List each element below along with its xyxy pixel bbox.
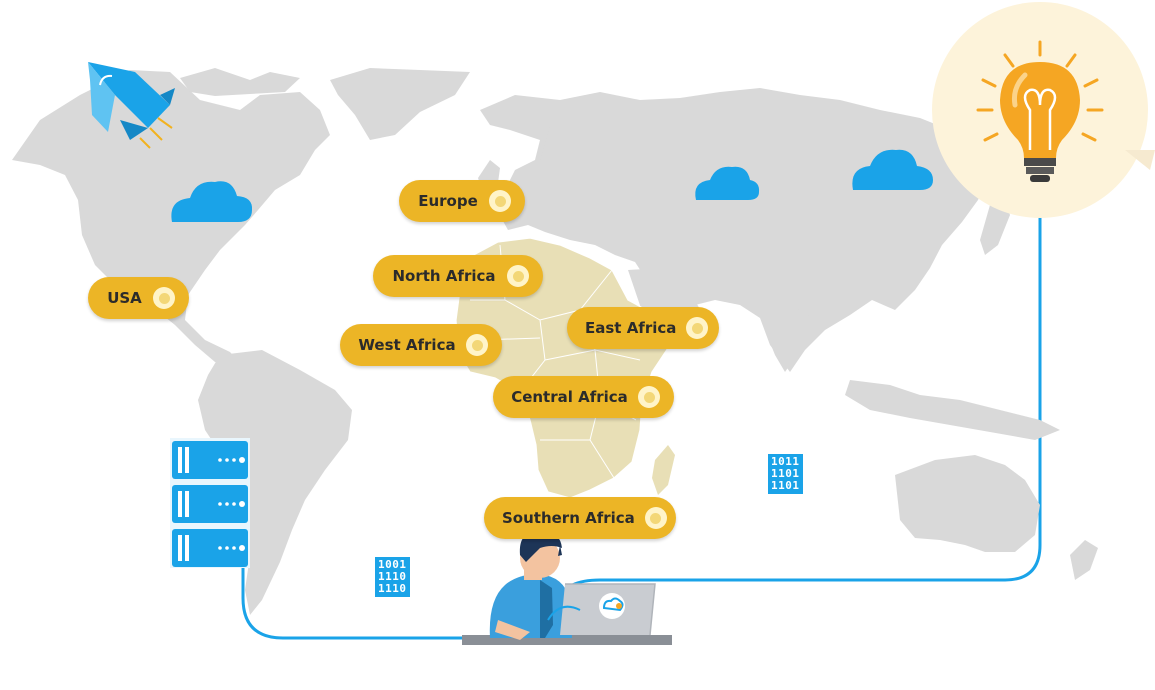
binary-row: 1011 xyxy=(771,455,800,468)
binary-row: 1001 xyxy=(378,558,407,571)
india xyxy=(755,300,815,372)
greenland xyxy=(330,68,470,140)
region-pill-southern-africa[interactable]: Southern Africa xyxy=(484,497,676,539)
region-label: Central Africa xyxy=(511,388,628,406)
region-label: USA xyxy=(107,289,142,307)
binary-row: 1101 xyxy=(771,467,800,480)
binary-row: 1110 xyxy=(378,582,407,595)
new-zealand xyxy=(1070,540,1098,580)
region-marker-icon xyxy=(489,190,511,212)
region-pill-east-africa[interactable]: East Africa xyxy=(567,307,719,349)
region-marker-icon xyxy=(466,334,488,356)
region-pill-west-africa[interactable]: West Africa xyxy=(340,324,502,366)
region-label: West Africa xyxy=(358,336,456,354)
region-marker-icon xyxy=(507,265,529,287)
southeast-asia-islands xyxy=(845,380,1060,440)
rocket-icon xyxy=(88,62,175,149)
lightbulb-icon xyxy=(932,2,1155,218)
region-marker-icon xyxy=(638,386,660,408)
region-pill-europe[interactable]: Europe xyxy=(399,180,525,222)
connection-line xyxy=(241,560,470,640)
binary-row: 1110 xyxy=(378,570,407,583)
cloud-heart-logo-icon xyxy=(599,593,625,619)
cloud-icon xyxy=(171,181,253,222)
region-pill-north-africa[interactable]: North Africa xyxy=(373,255,543,297)
cloud-icon xyxy=(852,149,933,190)
cloud-icon xyxy=(695,166,760,200)
server-rack-icon xyxy=(170,438,250,568)
north-america xyxy=(12,70,330,372)
binary-code-icon: 1011 1101 1101 xyxy=(768,454,803,494)
south-america xyxy=(198,350,352,615)
land-masses xyxy=(12,68,1098,615)
binary-code-icon: 1001 1110 1110 xyxy=(375,557,410,597)
region-label: North Africa xyxy=(392,267,496,285)
region-pill-usa[interactable]: USA xyxy=(88,277,189,319)
region-marker-icon xyxy=(644,507,667,529)
binary-row: 1101 xyxy=(771,479,800,492)
developer-at-laptop-illustration xyxy=(462,531,672,645)
region-label: Southern Africa xyxy=(502,509,635,527)
arctic-islands xyxy=(180,68,300,96)
madagascar xyxy=(652,445,675,495)
region-marker-icon xyxy=(153,287,175,309)
region-pill-central-africa[interactable]: Central Africa xyxy=(493,376,674,418)
region-marker-icon xyxy=(686,317,709,339)
region-label: East Africa xyxy=(585,319,677,337)
scandinavia xyxy=(540,105,600,170)
region-label: Europe xyxy=(418,192,478,210)
australia xyxy=(895,455,1040,552)
eurasia xyxy=(480,88,990,372)
